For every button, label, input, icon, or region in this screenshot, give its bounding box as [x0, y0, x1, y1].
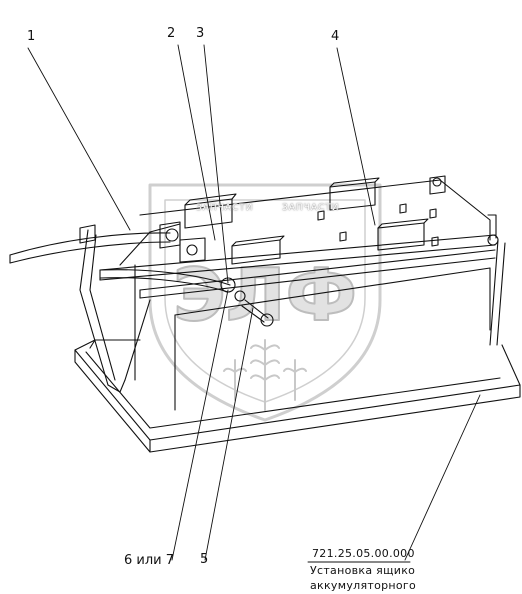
leader-lines [27, 44, 481, 563]
wheat-emblem [223, 339, 307, 411]
drawing-title-line-1: Установка ящико [310, 564, 416, 577]
callout-2: 2 [167, 26, 176, 41]
drawing-number: 721.25.05.00.000 [312, 547, 415, 560]
watermark-shield: ЭЛФ [148, 183, 382, 422]
watermark-text-right: ЗАПЧАСТИ [282, 203, 340, 213]
watermark-letters: ЭЛФ [173, 253, 357, 337]
callout-5: 5 [200, 552, 209, 567]
battery-tray [74, 339, 521, 453]
drawing-title-line-2: аккумуляторного [310, 579, 417, 592]
cable [9, 224, 171, 264]
watermark-text-left: ЗАПЧАСТИ [196, 203, 254, 213]
callout-6-or-7: 6 или 7 [124, 553, 175, 568]
battery-terminals [159, 175, 446, 263]
tie-rod [99, 269, 274, 327]
callout-3: 3 [196, 26, 205, 41]
callout-1: 1 [27, 29, 36, 44]
hold-down-rods [79, 229, 506, 393]
callout-4: 4 [331, 29, 340, 44]
battery-body [119, 179, 491, 411]
